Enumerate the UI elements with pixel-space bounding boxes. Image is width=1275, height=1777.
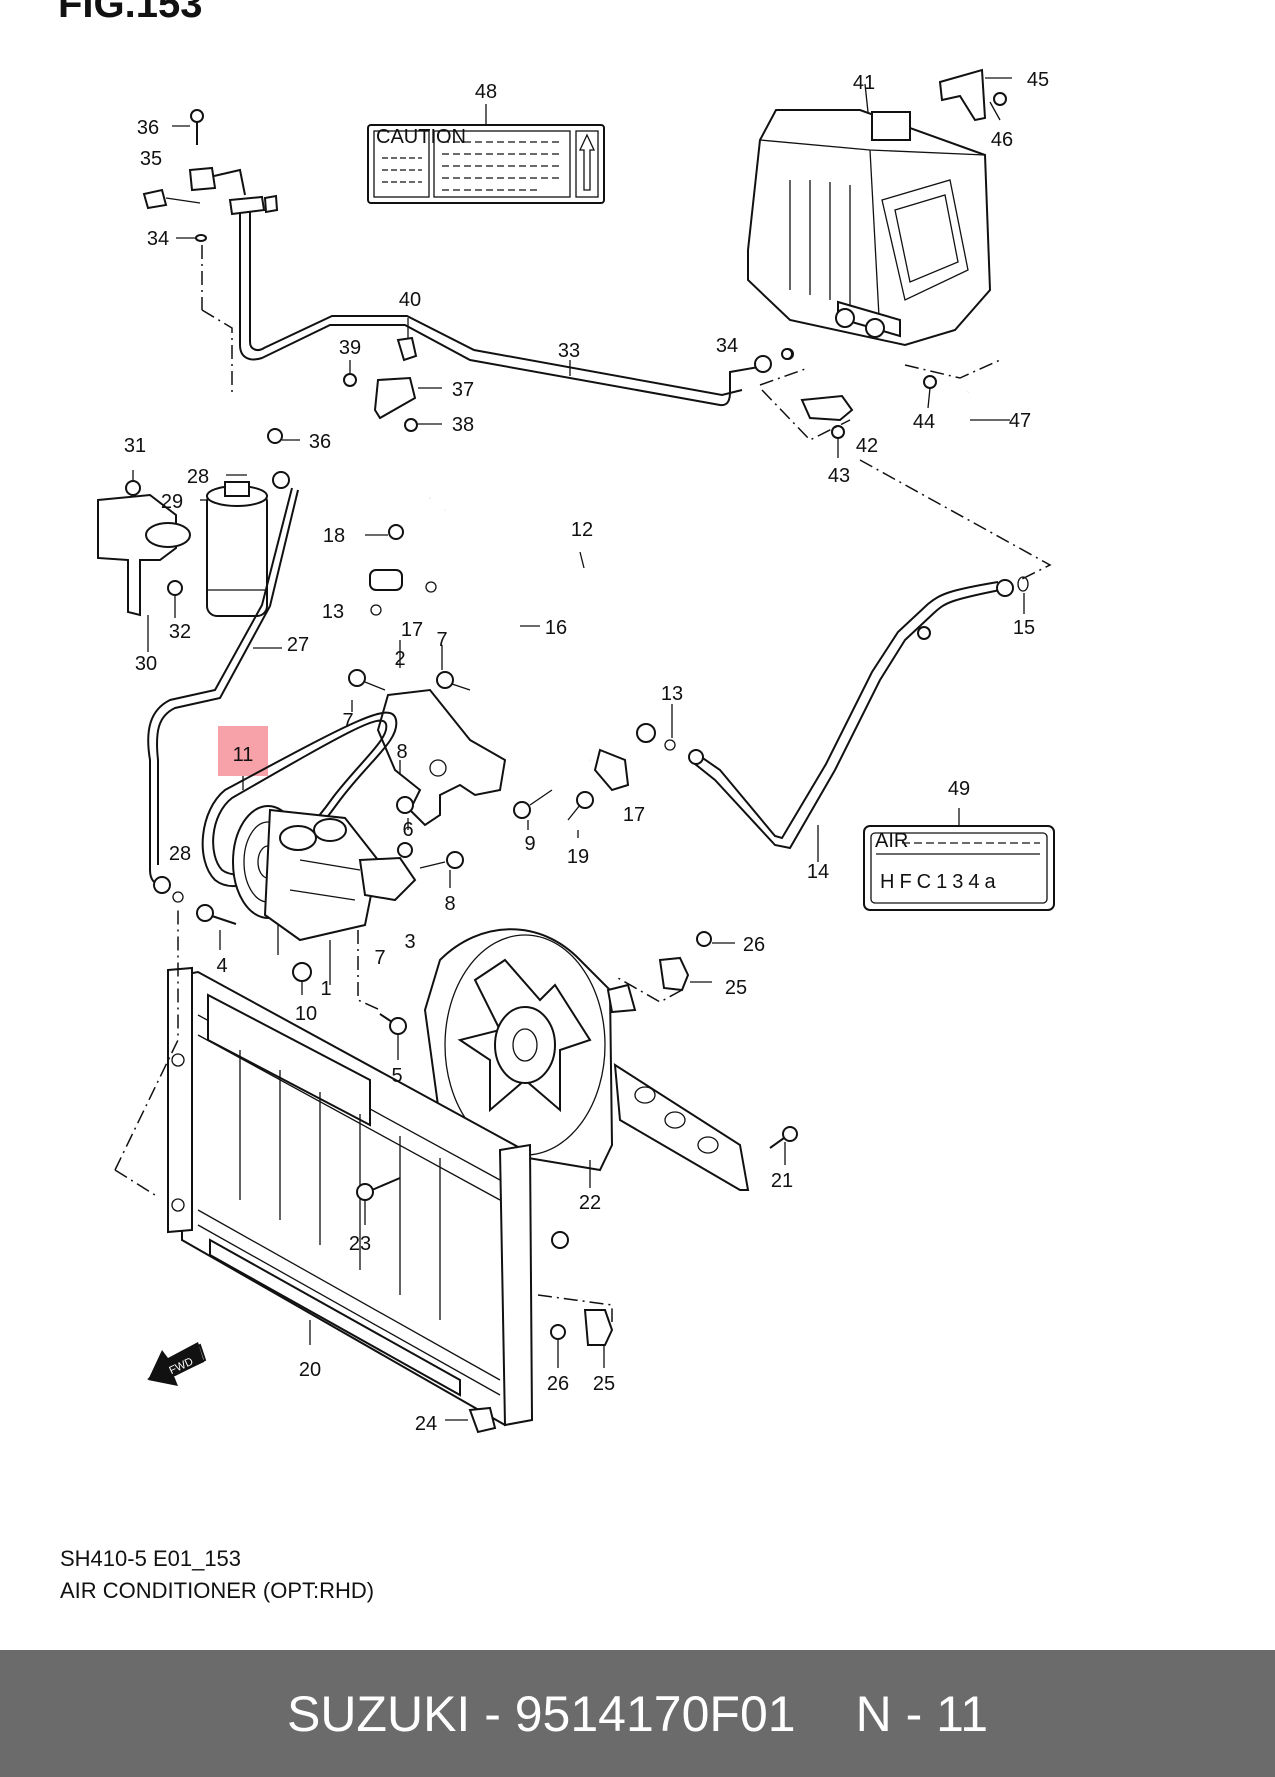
callout-32: 32: [169, 621, 191, 643]
callout-38: 38: [452, 414, 474, 436]
pipe-33-part: [239, 205, 793, 407]
callout-43: 43: [828, 465, 850, 487]
callout-34b: 34: [716, 335, 738, 357]
callout-8a: 8: [396, 741, 407, 763]
callout-18: 18: [323, 525, 345, 547]
fittings-top-left-part: [142, 109, 279, 395]
compressor-bracket-part: [348, 640, 594, 888]
condenser-fan-part: [423, 928, 750, 1191]
drive-belt-part: [201, 711, 398, 888]
callout-13a: 13: [322, 601, 344, 623]
callout-19: 19: [567, 846, 589, 868]
diagram-code: SH410-5 E01_153: [60, 1546, 242, 1571]
callout-7c: 7: [374, 947, 385, 969]
highlight-box: [218, 726, 268, 776]
bracket-45-part: [938, 68, 1012, 122]
callout-5: 5: [391, 1065, 402, 1087]
callout-24: 24: [415, 1413, 437, 1435]
callout-39: 39: [339, 337, 361, 359]
fwd-arrow: FWD: [146, 1342, 207, 1386]
footer-reference: N - 11: [855, 1685, 989, 1742]
pipe-27-part: [147, 428, 300, 903]
callout-16: 16: [545, 617, 567, 639]
callout-13b: 13: [661, 683, 683, 705]
callout-28a: 28: [187, 466, 209, 488]
pipe-14-part: [636, 459, 1052, 862]
refrigerant-type: HFC134a: [880, 871, 1001, 893]
callout-numbers: 1 2 3 4 5 6 7 7 7 8 8 9 10 12 13 13 14 1…: [124, 69, 1049, 1435]
callout-28b: 28: [169, 843, 191, 865]
clamp-37-40-part: [343, 318, 442, 432]
callout-37: 37: [452, 379, 474, 401]
callout-22: 22: [579, 1192, 601, 1214]
compressor-part: [232, 805, 417, 995]
highlight-label: 11: [233, 744, 254, 766]
callout-21: 21: [771, 1170, 793, 1192]
callout-46: 46: [991, 129, 1013, 151]
evaporator-unit-part: [747, 83, 992, 347]
callout-42: 42: [856, 435, 878, 457]
receiver-drier-part: [97, 470, 268, 652]
callout-9: 9: [524, 833, 535, 855]
refrigerant-label-part: AIR HFC134a: [863, 808, 1055, 911]
callout-2: 2: [394, 648, 405, 670]
callout-31: 31: [124, 435, 146, 457]
callout-17a: 17: [401, 619, 423, 641]
compressor-bolts-part: [196, 904, 407, 1060]
section-title: AIR CONDITIONER (OPT:RHD): [60, 1578, 375, 1603]
callout-7b: 7: [436, 629, 447, 651]
callout-1: 1: [320, 978, 331, 1000]
callout-6: 6: [402, 819, 413, 841]
callout-29: 29: [161, 491, 183, 513]
callout-45: 45: [1027, 69, 1049, 91]
callout-10: 10: [295, 1003, 317, 1025]
suction-hoses-part: [357, 459, 652, 792]
callout-26b: 26: [547, 1373, 569, 1395]
footer-part-number: SUZUKI - 9514170F01: [286, 1685, 796, 1742]
callout-17b: 17: [623, 804, 645, 826]
callout-26a: 26: [743, 934, 765, 956]
callout-8b: 8: [444, 893, 455, 915]
highlight-11[interactable]: 11: [218, 726, 268, 790]
callout-3: 3: [404, 931, 415, 953]
parts-diagram: CAUTION AIR HFC134a: [97, 68, 1055, 1435]
callout-44: 44: [913, 411, 935, 433]
fan-bolts-part: [537, 931, 798, 1368]
callout-7a: 7: [342, 710, 353, 732]
footer-bar: SUZUKI - 9514170F01 N - 11: [0, 1650, 1275, 1777]
callout-30: 30: [135, 653, 157, 675]
callout-48: 48: [475, 81, 497, 103]
callout-20: 20: [299, 1359, 321, 1381]
refrigerant-header: AIR: [875, 830, 908, 852]
callout-41: 41: [853, 72, 875, 94]
callout-12: 12: [571, 519, 593, 541]
condenser-part: [114, 910, 534, 1434]
callout-27: 27: [287, 634, 309, 656]
callout-49: 49: [948, 778, 970, 800]
callout-36a: 36: [137, 117, 159, 139]
caution-text: CAUTION: [376, 126, 466, 148]
callout-14: 14: [807, 861, 829, 883]
callout-23: 23: [349, 1233, 371, 1255]
callout-25a: 25: [725, 977, 747, 999]
callout-36b: 36: [309, 431, 331, 453]
callout-33: 33: [558, 340, 580, 362]
callout-4: 4: [216, 955, 227, 977]
caution-label-part: CAUTION: [367, 104, 605, 204]
callout-35: 35: [140, 148, 162, 170]
figure-title: FIG.153: [58, 0, 203, 26]
callout-40: 40: [399, 289, 421, 311]
callout-34a: 34: [147, 228, 169, 250]
drain-hose-part: [937, 390, 1010, 481]
callout-25b: 25: [593, 1373, 615, 1395]
callout-15: 15: [1013, 617, 1035, 639]
callout-47: 47: [1009, 410, 1031, 432]
